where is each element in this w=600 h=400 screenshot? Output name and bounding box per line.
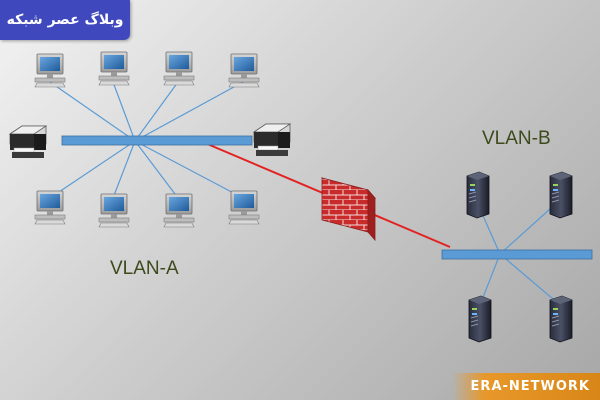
desktop-computer-icon (98, 51, 130, 86)
desktop-computer-icon (34, 190, 66, 225)
brand-footer-text: ERA-NETWORK (470, 379, 590, 394)
blog-name-badge: وبلاگ عصر شبکه (0, 0, 130, 40)
server-icon (549, 171, 573, 219)
vlan-b-label: VLAN-B (482, 128, 551, 149)
desktop-computer-icon (163, 51, 195, 86)
printer-icon (253, 123, 291, 157)
server-icon (549, 295, 573, 343)
desktop-computer-icon (228, 190, 260, 225)
server-icon (466, 171, 490, 219)
vlan-a-label: VLAN-A (110, 258, 179, 279)
desktop-computer-icon (98, 193, 130, 228)
vlan-b-switch-bus (441, 249, 593, 260)
vlan-a-switch-bus (61, 135, 253, 146)
firewall-icon (320, 177, 377, 242)
desktop-computer-icon (228, 53, 260, 88)
vlan-a-connections (49, 81, 244, 199)
desktop-computer-icon (163, 193, 195, 228)
desktop-computer-icon (34, 53, 66, 88)
server-icon (468, 295, 492, 343)
brand-footer-banner: ERA-NETWORK (452, 373, 600, 400)
printer-icon (9, 125, 47, 159)
